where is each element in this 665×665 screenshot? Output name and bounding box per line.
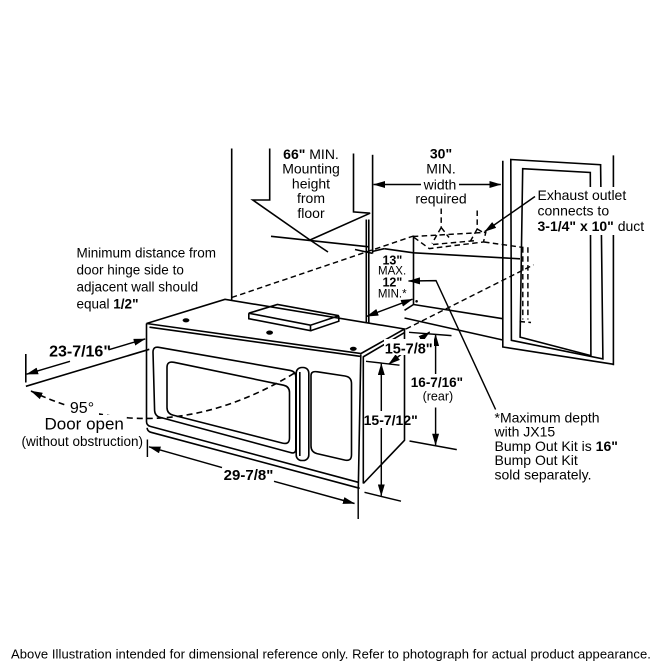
svg-text:connects to: connects to xyxy=(538,202,610,218)
svg-text:Mounting: Mounting xyxy=(282,161,340,177)
svg-text:Bump Out Kit: Bump Out Kit xyxy=(495,452,578,468)
svg-text:with JX15: with JX15 xyxy=(494,424,556,440)
svg-text:12": 12" xyxy=(382,276,402,290)
svg-text:required: required xyxy=(415,191,466,207)
svg-text:16-7/16": 16-7/16" xyxy=(411,375,463,390)
svg-text:door hinge side to: door hinge side to xyxy=(77,262,184,277)
svg-text:adjacent wall should: adjacent wall should xyxy=(77,279,199,294)
svg-text:13": 13" xyxy=(382,253,402,267)
svg-text:equal 1/2": equal 1/2" xyxy=(77,296,139,311)
svg-text:MIN.*: MIN.* xyxy=(378,288,407,300)
svg-text:66" MIN.: 66" MIN. xyxy=(283,146,339,162)
svg-text:Exhaust outlet: Exhaust outlet xyxy=(538,187,627,203)
svg-text:30": 30" xyxy=(430,145,452,161)
svg-text:15-7/8": 15-7/8" xyxy=(385,342,433,358)
svg-text:height: height xyxy=(292,175,330,191)
svg-text:95°: 95° xyxy=(70,400,94,417)
svg-text:(without obstruction): (without obstruction) xyxy=(22,434,144,449)
svg-text:23-7/16": 23-7/16" xyxy=(49,344,111,361)
svg-text:Minimum distance from: Minimum distance from xyxy=(77,245,217,260)
svg-text:3-1/4" x 10" duct: 3-1/4" x 10" duct xyxy=(538,218,645,234)
svg-text:Above Illustration intended fo: Above Illustration intended for dimensio… xyxy=(11,647,651,662)
svg-text:Door open: Door open xyxy=(45,415,124,434)
svg-text:floor: floor xyxy=(297,205,325,221)
svg-text:from: from xyxy=(297,190,325,206)
svg-text:MIN.: MIN. xyxy=(426,161,456,177)
svg-text:29-7/8": 29-7/8" xyxy=(224,467,274,484)
svg-text:15-7/12": 15-7/12" xyxy=(364,412,418,428)
svg-text:Bump Out Kit is 16": Bump Out Kit is 16" xyxy=(495,438,618,454)
svg-text:MAX.: MAX. xyxy=(378,266,406,278)
svg-text:width: width xyxy=(423,177,457,193)
svg-text:sold separately.: sold separately. xyxy=(495,467,592,483)
svg-text:*Maximum depth: *Maximum depth xyxy=(495,409,600,425)
svg-text:(rear): (rear) xyxy=(423,390,454,404)
